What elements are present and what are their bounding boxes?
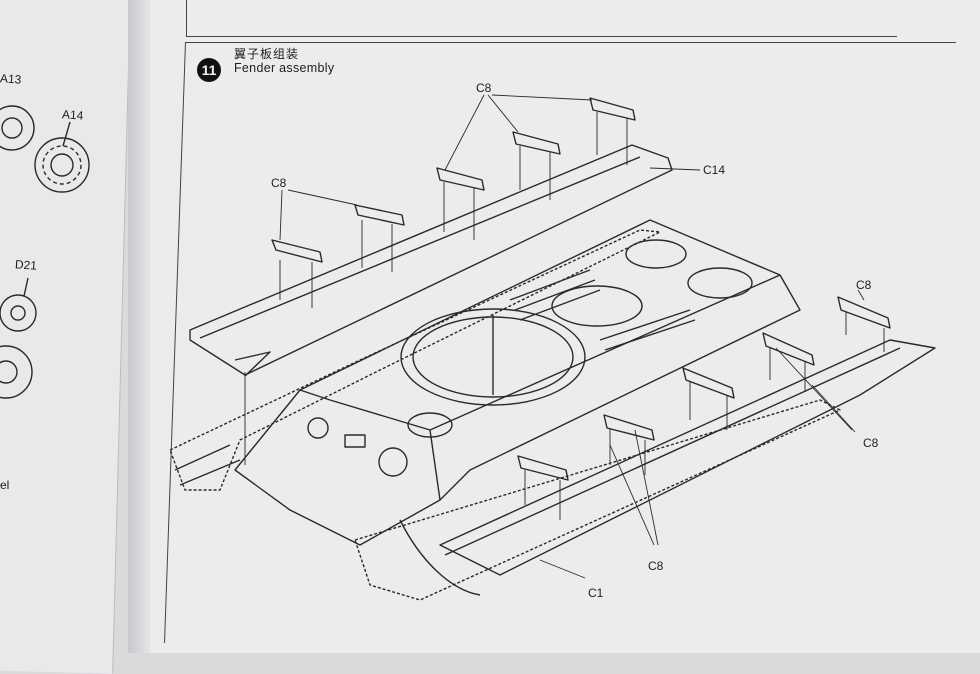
lower-fender	[439, 339, 936, 576]
left-page-label-a14: A14	[61, 107, 84, 123]
part-label-c8-top: C8	[476, 81, 492, 95]
tank-hull	[234, 219, 801, 546]
part-label-c8-left: C8	[271, 176, 287, 190]
part-label-c14: C14	[703, 163, 726, 177]
step-number-badge: 11	[197, 58, 221, 82]
part-label-c1: C1	[588, 586, 604, 600]
left-track	[169, 229, 661, 491]
step-title-english: Fender assembly	[234, 61, 335, 75]
left-page-label-a13: A13	[0, 71, 22, 87]
part-label-c8-bottom: C8	[648, 559, 664, 573]
previous-step-frame	[186, 0, 897, 37]
assembly-drawing	[0, 94, 936, 601]
left-page-wheel-large	[0, 345, 33, 399]
bracket-c8-group-upper	[271, 97, 636, 263]
left-page-wheel-d21	[0, 294, 37, 332]
bracket-c8-group-lower	[517, 296, 891, 481]
part-label-c8-right: C8	[856, 278, 872, 292]
upper-fender	[189, 144, 673, 376]
left-page-label-d21: D21	[14, 257, 38, 273]
left-page-wheel-a13	[0, 105, 35, 151]
left-page-wheel-a14	[34, 137, 90, 193]
part-label-c8-lower-right: C8	[863, 436, 879, 450]
step-title-chinese: 翼子板组装	[234, 47, 300, 61]
left-page-partial-text: el	[0, 478, 10, 492]
